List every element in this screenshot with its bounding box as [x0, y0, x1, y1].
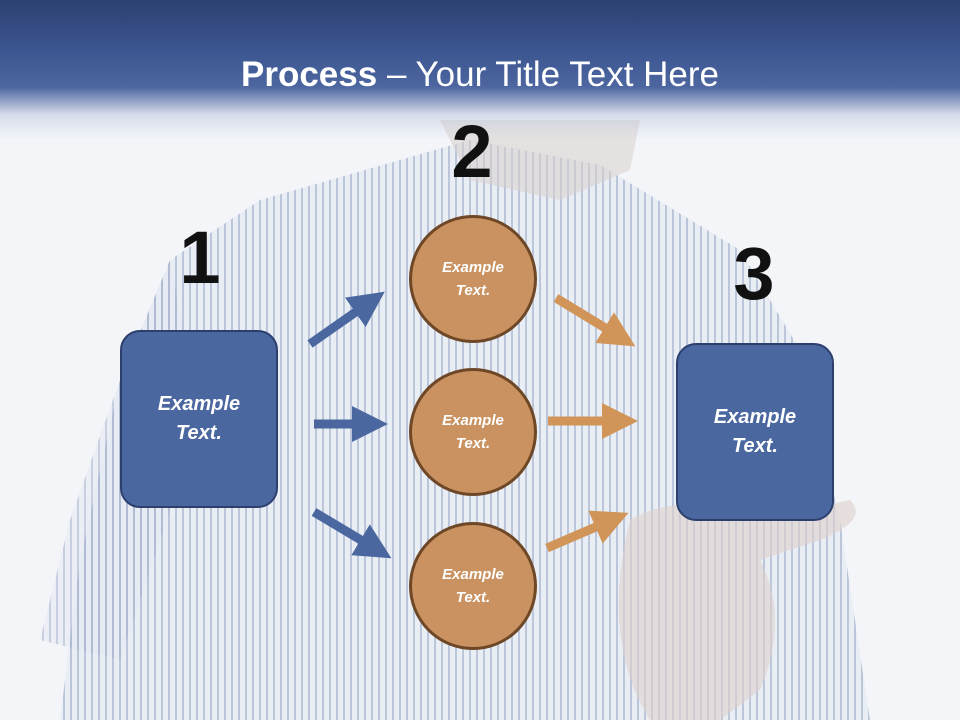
circle-middle-line1: Example [442, 412, 504, 429]
left-box[interactable]: Example Text. [120, 330, 278, 508]
arrow-orange-down [553, 294, 636, 347]
circle-middle[interactable]: Example Text. [409, 368, 537, 496]
arrow-blue-up [307, 291, 385, 348]
circle-middle-line2: Text. [455, 435, 491, 452]
circle-bottom-line2: Text. [455, 589, 491, 606]
header-band [0, 0, 960, 140]
title-rest: – Your Title Text Here [377, 55, 719, 94]
circle-top-line2: Text. [455, 282, 491, 299]
arrow-orange-up [545, 510, 629, 553]
left-box-line1: Example [157, 393, 241, 415]
step-number-2: 2 [451, 110, 493, 193]
circle-top-line1: Example [442, 259, 504, 276]
title-bold: Process [241, 55, 378, 94]
arrow-blue-down [311, 508, 392, 559]
circle-bottom-line1: Example [442, 566, 504, 583]
right-box[interactable]: Example Text. [676, 343, 834, 521]
circle-top[interactable]: Example Text. [409, 215, 537, 343]
page-title: Process – Your Title Text Here [0, 54, 960, 96]
circle-bottom[interactable]: Example Text. [409, 522, 537, 650]
step-number-3: 3 [733, 232, 775, 315]
step-number-1: 1 [179, 216, 221, 299]
right-box-line2: Text. [732, 435, 778, 457]
right-box-line1: Example [713, 406, 797, 428]
left-box-line2: Text. [176, 422, 222, 444]
